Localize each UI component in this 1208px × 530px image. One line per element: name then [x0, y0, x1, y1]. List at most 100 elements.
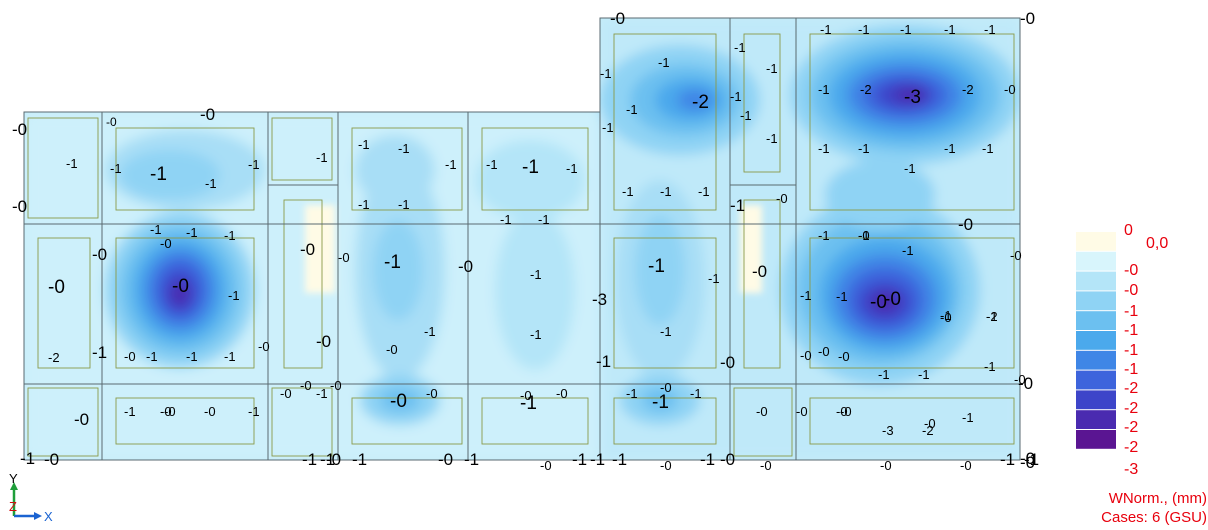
contour-value-label: -0 [300, 240, 315, 259]
contour-value-label: -0 [160, 236, 172, 251]
legend-value-label: -2 [1124, 439, 1138, 456]
contour-value-label: -0 [884, 289, 901, 310]
contour-value-label: -1 [228, 288, 240, 303]
contour-value-label: -1 [1024, 450, 1039, 469]
contour-value-label: -0 [326, 450, 341, 469]
contour-value-label: -1 [766, 131, 778, 146]
contour-value-label: -1 [150, 164, 167, 185]
contour-value-label: -1 [658, 55, 670, 70]
contour-value-label: -0 [1020, 449, 1035, 468]
contour-value-label: -2 [692, 92, 709, 113]
contour-value-label: -1 [398, 197, 410, 212]
contour-value-label: -1 [902, 243, 914, 258]
legend-swatch [1076, 410, 1116, 429]
contour-value-label: -0 [92, 245, 107, 264]
legend-value-label: 0 [1124, 222, 1133, 239]
contour-value-label: -0 [660, 380, 672, 395]
contour-value-label: -1 [962, 410, 974, 425]
contour-value-label: -1 [572, 450, 587, 469]
contour-value-label: -1 [186, 349, 198, 364]
contour-value-label: -0 [960, 458, 972, 473]
legend-value-label: -3 [1124, 461, 1138, 478]
contour-value-label: -0 [1018, 374, 1033, 393]
contour-value-label: -0 [752, 262, 767, 281]
contour-value-label: -0 [540, 458, 552, 473]
legend-swatch [1076, 390, 1116, 410]
contour-value-label: -2 [986, 309, 998, 324]
legend-swatch [1076, 350, 1116, 370]
contour-value-label: -1 [652, 392, 669, 413]
contour-value-label: -1 [224, 349, 236, 364]
contour-field [24, 18, 1020, 460]
contour-value-label: -1 [146, 349, 158, 364]
contour-value-label: -0 [338, 250, 350, 265]
zero-regions [305, 205, 762, 293]
legend-value-label: -0 [1124, 282, 1138, 299]
contour-value-label: -0 [330, 378, 342, 393]
legend-value-label: -2 [1124, 400, 1138, 417]
contour-value-label: -0 [200, 105, 215, 124]
legend-swatch [1076, 370, 1116, 390]
contour-value-label: -0 [1014, 372, 1026, 387]
legend-value-label: -2 [1124, 419, 1138, 436]
contour-value-label: -0 [660, 458, 672, 473]
contour-value-label: -1 [248, 404, 260, 419]
contour-value-label: -0 [958, 215, 973, 234]
legend-swatch [1076, 291, 1116, 311]
legend-value-label: 0,0 [1146, 235, 1168, 252]
contour-value-label: -0 [1020, 453, 1035, 472]
contour-value-label: -1 [186, 225, 198, 240]
contour-value-label: -1 [248, 157, 260, 172]
contour-value-label: -1 [566, 161, 578, 176]
contour-value-label: -1 [530, 327, 542, 342]
contour-value-label: -0 [796, 404, 808, 419]
contour-value-label: -1 [904, 161, 916, 176]
axis-y-label: Y [9, 471, 18, 486]
contour-value-label: -1 [150, 222, 162, 237]
contour-value-label: -1 [626, 102, 638, 117]
contour-value-label: -0 [940, 310, 952, 325]
contour-value-label: -1 [320, 450, 335, 469]
contour-value-label: -3 [592, 290, 607, 309]
contour-value-label: -0 [840, 404, 852, 419]
axis-z-label: Z [9, 499, 17, 514]
contour-value-label: -1 [626, 386, 638, 401]
contour-value-label: -1 [648, 256, 665, 277]
contour-value-label: -0 [300, 378, 312, 393]
contour-value-label: -1 [900, 22, 912, 37]
contour-value-label: -1 [984, 359, 996, 374]
contour-value-label: -1 [224, 228, 236, 243]
contour-value-label: -3 [904, 87, 921, 108]
contour-value-label: -0 [280, 386, 292, 401]
contour-value-label: -1 [316, 150, 328, 165]
value-labels: -0-0-0-0-0-0-0-0-0-0-0-0-1-1-1-1-1-1-1-1… [12, 9, 1039, 473]
contour-value-label: -0 [838, 349, 850, 364]
legend-value-label: -1 [1124, 361, 1138, 378]
contour-value-label: -1 [486, 157, 498, 172]
contour-value-label: -0 [924, 416, 936, 431]
contour-value-label: -1 [818, 82, 830, 97]
contour-value-label: -1 [352, 450, 367, 469]
color-legend: 00,0-0-0-1-1-1-1-2-2-2-2-3 [1076, 222, 1168, 478]
contour-value-label: -1 [700, 450, 715, 469]
contour-value-label: -0 [160, 404, 172, 419]
contour-value-label: -1 [622, 184, 634, 199]
contour-value-label: -1 [590, 450, 605, 469]
contour-value-label: -0 [610, 9, 625, 28]
contour-value-label: -1 [734, 40, 746, 55]
contour-value-label: -1 [858, 141, 870, 156]
contour-value-label: -1 [940, 308, 952, 323]
contour-value-label: -0 [106, 115, 117, 129]
contour-value-label: -0 [316, 332, 331, 351]
axis-triad: Y Z X [9, 471, 53, 524]
contour-value-label: -1 [740, 108, 752, 123]
contour-value-label: -1 [530, 267, 542, 282]
legend-swatch [1076, 271, 1116, 291]
contour-value-label: -0 [458, 257, 473, 276]
contour-value-label: -0 [818, 344, 830, 359]
contour-value-label: -1 [398, 141, 410, 156]
contour-value-label: -1 [918, 367, 930, 382]
contour-value-label: -1 [944, 141, 956, 156]
legend-value-label: -1 [1124, 342, 1138, 359]
legend-caption-line2: Cases: 6 (GSU) [1101, 509, 1207, 526]
